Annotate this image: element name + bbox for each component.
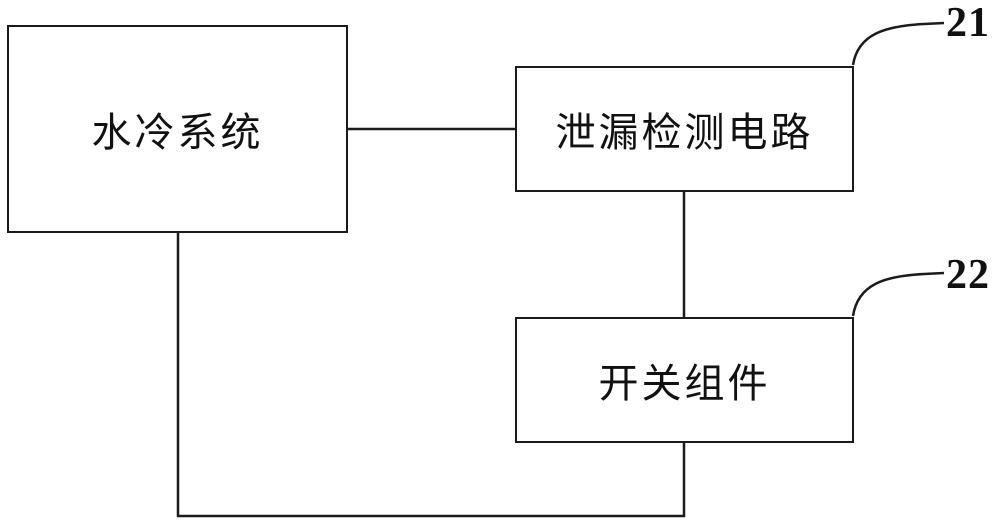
block-switch-assembly-label: 开关组件 [598,361,771,406]
leader-line-21 [851,21,945,66]
ref-numeral-21: 21 [946,0,990,46]
block-water-cooling-system: 水冷系统 [7,25,348,233]
leader-line-22 [851,271,945,317]
block-switch-assembly: 开关组件 [515,317,854,443]
ref-numeral-22: 22 [946,252,990,298]
connector-water-to-switch [176,232,686,518]
block-leak-detection-circuit: 泄漏检测电路 [515,66,854,192]
block-leak-detection-label: 泄漏检测电路 [555,110,814,155]
block-water-cooling-label: 水冷系统 [91,110,264,155]
